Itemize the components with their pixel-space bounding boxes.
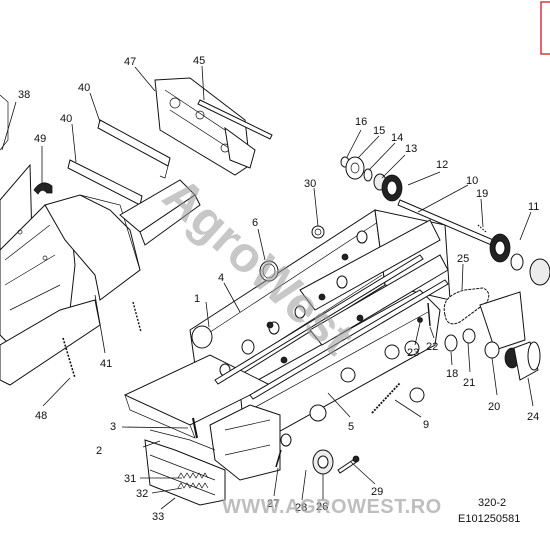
callout-33: 33 [152,511,164,523]
callout-27: 27 [267,498,279,510]
part-32-spring [177,472,209,489]
callout-21: 21 [463,377,475,389]
part-26-pulley [312,449,334,475]
callout-5: 5 [348,421,354,433]
part-45-rod [197,99,273,140]
callout-12: 12 [436,159,448,171]
part-47-guard-plate [154,77,256,176]
part-1-main-frame [123,209,451,481]
part-20-washer [484,341,500,359]
callout-25: 25 [457,253,469,265]
part-15-disc [345,156,365,180]
part-18-bearing [444,334,458,352]
part-21-ring [462,328,476,344]
callout-40-upper: 40 [78,82,90,94]
callout-11: 11 [528,201,539,213]
callout-19: 19 [476,188,488,200]
callout-30: 30 [304,178,316,190]
callout-labels: 1 2 3 4 5 6 9 10 11 12 13 14 15 16 18 19… [18,55,539,523]
callout-40-lower: 40 [60,113,72,125]
corner-mark [540,1,550,55]
part-12-sprocket [381,174,403,202]
part-24-hub [504,341,541,381]
part-22-bolt [427,302,431,327]
part-49-clip [33,182,53,195]
part-14-ring [363,168,373,182]
left-side-panel [0,94,101,386]
part-25-chain [443,287,490,325]
leader-lines [1,65,534,510]
callout-26: 26 [316,501,328,513]
callout-13: 13 [405,143,417,155]
frame-holes [219,230,425,422]
callout-10: 10 [466,175,478,187]
part-4-rod [214,254,424,385]
callout-1: 1 [194,293,200,305]
part-5-rod [249,279,449,400]
callout-41: 41 [100,358,112,370]
drawing-code: E101250581 [458,513,520,525]
figure-id: 320-2 [478,497,506,509]
part-40-upper-bar [97,119,171,179]
part-9-rod [371,382,401,414]
part-11-sprocket [489,233,550,286]
part-2-plate [149,429,216,451]
part-19-key [477,224,487,233]
stud-small [132,301,142,333]
callout-45: 45 [193,55,205,67]
callout-24: 24 [527,411,539,423]
part-23-nut [417,317,423,323]
callout-14: 14 [391,132,403,144]
callout-47: 47 [124,56,136,68]
callout-29: 29 [371,486,383,498]
callout-15: 15 [373,125,385,137]
gearbox-housing [479,291,526,351]
callout-28: 28 [295,502,307,514]
callout-16: 16 [355,116,367,128]
callout-20: 20 [488,401,500,413]
part-30-nut [311,225,325,239]
callout-2: 2 [96,445,102,457]
callout-9: 9 [423,419,429,431]
callout-22: 22 [426,341,438,353]
callout-3: 3 [110,421,116,433]
callout-18: 18 [446,368,458,380]
callout-32: 32 [136,488,148,500]
callout-4: 4 [218,272,224,284]
part-31-bracket [144,439,226,506]
callout-31: 31 [124,473,136,485]
callout-38: 38 [18,89,30,101]
part-27-washer [275,433,292,468]
watermark-footer: WWW.AGROWEST.RO [222,496,442,518]
callout-23: 23 [407,347,419,359]
part-3-bolt [192,417,198,439]
callout-48: 48 [35,410,47,422]
part-41-side-cover [44,179,201,301]
callout-6: 6 [252,217,258,229]
callout-49: 49 [34,133,46,145]
part-1-ring [191,325,213,349]
